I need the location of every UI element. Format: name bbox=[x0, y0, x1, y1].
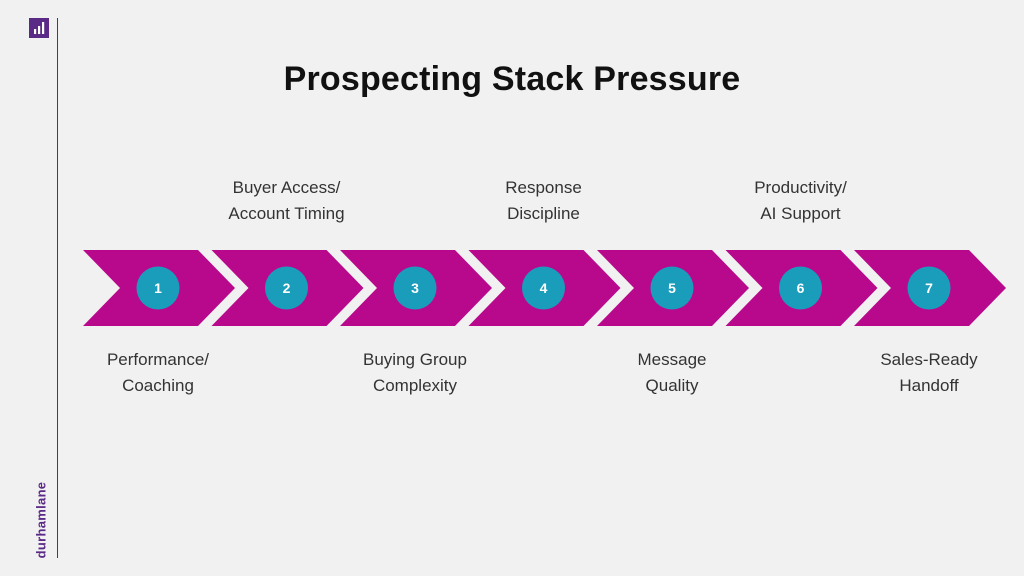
brand-logo-icon bbox=[29, 18, 49, 38]
step-number: 4 bbox=[540, 280, 548, 296]
step-label-1: Performance/Coaching bbox=[73, 347, 243, 399]
step-number: 1 bbox=[154, 280, 162, 296]
step-number-badge bbox=[393, 266, 437, 310]
step-3: 3 bbox=[340, 250, 492, 326]
step-label-line: AI Support bbox=[760, 204, 841, 223]
step-number: 2 bbox=[283, 280, 291, 296]
step-label-line: Response bbox=[505, 178, 582, 197]
step-label-line: Discipline bbox=[507, 204, 580, 223]
step-number: 6 bbox=[797, 280, 805, 296]
page-title: Prospecting Stack Pressure bbox=[283, 60, 741, 98]
step-number-badge bbox=[650, 266, 694, 310]
step-label-line: Handoff bbox=[899, 376, 959, 395]
step-number: 5 bbox=[668, 280, 676, 296]
step-label-line: Buyer Access/ bbox=[232, 178, 341, 197]
step-5: 5 bbox=[597, 250, 749, 326]
step-label-2: Buyer Access/Account Timing bbox=[202, 175, 372, 227]
step-number: 7 bbox=[925, 280, 933, 296]
step-label-line: Buying Group bbox=[363, 350, 467, 369]
step-number-badge bbox=[265, 266, 308, 310]
step-2: 2 bbox=[211, 250, 364, 326]
step-1: 1 bbox=[83, 250, 235, 326]
step-number: 3 bbox=[411, 280, 419, 296]
step-label-line: Message bbox=[637, 350, 707, 369]
step-7: 7 bbox=[854, 250, 1006, 326]
step-number-badge bbox=[779, 266, 822, 310]
step-label-line: Coaching bbox=[122, 376, 194, 395]
step-label-line: Quality bbox=[645, 376, 699, 395]
step-label-line: Sales-Ready bbox=[880, 350, 978, 369]
step-label-line: Productivity/ bbox=[754, 178, 847, 197]
step-4: 4 bbox=[468, 250, 621, 326]
step-6: 6 bbox=[725, 250, 878, 326]
step-label-6: Productivity/AI Support bbox=[716, 175, 886, 227]
step-label-line: Performance/ bbox=[106, 350, 210, 369]
step-number-badge bbox=[522, 266, 565, 310]
step-number-badge bbox=[907, 266, 951, 310]
step-label-line: Complexity bbox=[372, 376, 458, 395]
brand-divider bbox=[57, 18, 58, 558]
step-number-badge bbox=[136, 266, 180, 310]
step-label-line: Account Timing bbox=[228, 204, 345, 223]
